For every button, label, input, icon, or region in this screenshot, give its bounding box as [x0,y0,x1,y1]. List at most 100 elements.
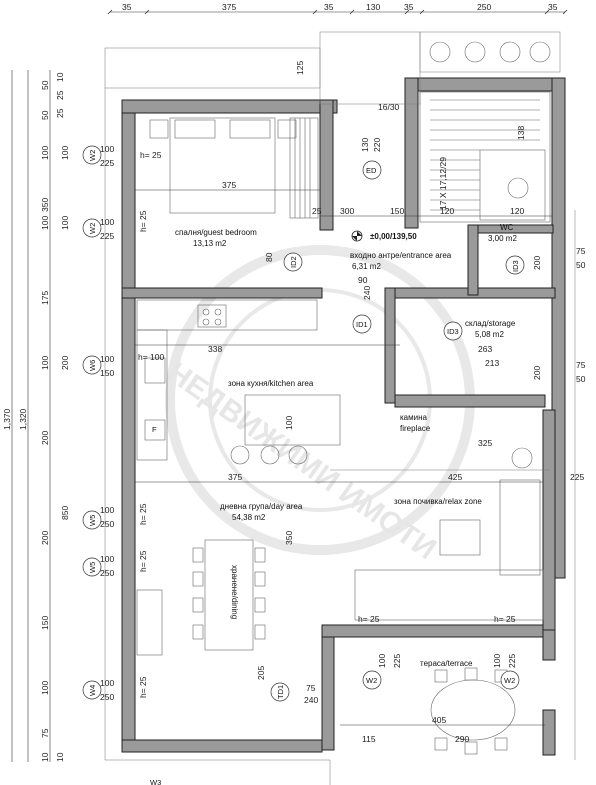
svg-text:F: F [152,425,157,434]
left-dim: 100 [40,356,50,370]
inner-dim: 75 [306,683,316,693]
kitchen-furniture: F [136,299,341,465]
window-w2-d: W2 [504,676,515,685]
door-id3-wc: ID3 [511,260,520,272]
inner-dim: 375 [222,180,236,190]
top-dim-4: 130 [366,2,380,12]
door-id3-storage: ID3 [447,327,459,336]
left-dim: 175 [40,291,50,305]
win-dim: 100 [100,505,114,515]
inner-dim: 425 [448,472,462,482]
left-dim: 200 [60,356,70,370]
top-dim-3: 35 [324,2,334,12]
inner-dim: 290 [455,734,469,744]
level-marker [351,230,363,242]
dining-furniture [136,539,266,656]
window-w2-a: W2 [88,150,97,161]
window-w5-b: W5 [88,562,97,573]
inner-dim: 75 [576,246,586,256]
win-dim: 100 [100,354,114,364]
win-dim: 225 [100,231,114,241]
left-dim: 100 [60,146,70,160]
inner-dim: 50 [576,260,586,270]
tree-icon [511,447,533,469]
inner-dim: 225 [570,472,584,482]
left-dim: 25 [55,108,65,118]
door-id1: ID1 [356,320,368,329]
inner-dim: 16/30 [378,102,400,112]
door-td1: TD1 [276,685,285,699]
win-dim: h= 25 [494,614,516,624]
left-dim: 25 [55,90,65,100]
win-dim: 225 [507,654,517,668]
inner-dim: 100 [284,416,294,430]
top-dim-1: 35 [122,2,132,12]
left-dim: 10 [55,752,65,762]
overall-length: 1,370 [2,408,12,430]
left-dim: 50 [40,110,50,120]
left-dimension-chains: 1,370 1,320 50 50 100 350 100 175 100 20… [2,70,70,762]
floor-level: ±0,00/139,50 [370,232,417,241]
wc-name: WC [500,223,514,232]
storage-area: 5,08 m2 [475,330,504,339]
win-dim: 225 [100,158,114,168]
inner-dim: 125 [295,61,305,75]
top-dimension-chain: 35 375 35 130 35 250 35 [107,2,568,15]
window-w2-c: W2 [366,676,377,685]
entrance-name: входно антре/entrance area [350,251,452,260]
day-area-size: 54,38 m2 [232,513,266,522]
inner-dim: 90 [358,275,368,285]
window-w3: W3 [150,778,161,785]
window-w5-a: W5 [88,515,97,526]
dining-name: хранене/dining [230,565,239,619]
entrance-area: 6,31 m2 [352,262,381,271]
top-dim-2: 375 [222,2,236,12]
win-dim: 100 [100,554,114,564]
bedroom-area: 13,13 m2 [193,239,227,248]
inner-dim: 130 [360,138,370,152]
door-id2: ID2 [289,256,298,268]
relax-zone-name: зона почивка/relax zone [394,497,482,506]
inner-dim: 120 [510,206,524,216]
inner-dim: 25 [312,206,322,216]
room-labels: спалня/guest bedroom 13,13 m2 входно ант… [175,223,517,668]
top-dim-6: 250 [477,2,491,12]
inner-dim: 350 [284,531,294,545]
window-dims: 100 225 h= 25 100 225 h= 25 100 150 h= 1… [100,144,517,702]
door-ed: ED [366,166,377,175]
left-dim: 850 [60,506,70,520]
relax-furniture [330,469,550,621]
win-dim: h= 100 [138,352,165,362]
inner-dim: 80 [264,252,274,262]
win-dim: 100 [100,217,114,227]
win-dim: h= 25 [358,614,380,624]
left-dim: 200 [40,531,50,545]
tree-icon [507,177,529,199]
inner-dim: 150 [390,206,404,216]
top-dim-5: 35 [404,2,414,12]
win-dim: 100 [492,654,502,668]
left-dim: 100 [60,216,70,230]
bedroom-name: спалня/guest bedroom [175,228,257,237]
inner-dim: 115 [362,734,376,744]
inner-dim: 263 [478,344,492,354]
fireplace-name-bg: камина [400,413,428,422]
day-area-name: дневна група/day area [220,502,303,511]
storage-name: склад/storage [465,319,516,328]
left-dim: 75 [40,728,50,738]
kitchen-name: зона кухня/kitchen area [228,379,314,388]
bedroom-furniture [149,117,319,219]
window-w6: W6 [88,360,97,371]
inner-dim: 50 [576,374,586,384]
left-dim: 10 [40,752,50,762]
inner-dim: 220 [372,138,382,152]
left-dim: 200 [40,431,50,445]
inner-dim: 75 [576,360,586,370]
tree-icon [499,41,521,63]
inner-dimensions: 375 25 300 150 120 120 338 263 213 325 3… [135,61,586,744]
stair-dim-138: 138 [516,126,526,140]
tree-icon [429,41,451,63]
left-dim: 100 [40,681,50,695]
win-dim: h= 25 [138,550,148,572]
